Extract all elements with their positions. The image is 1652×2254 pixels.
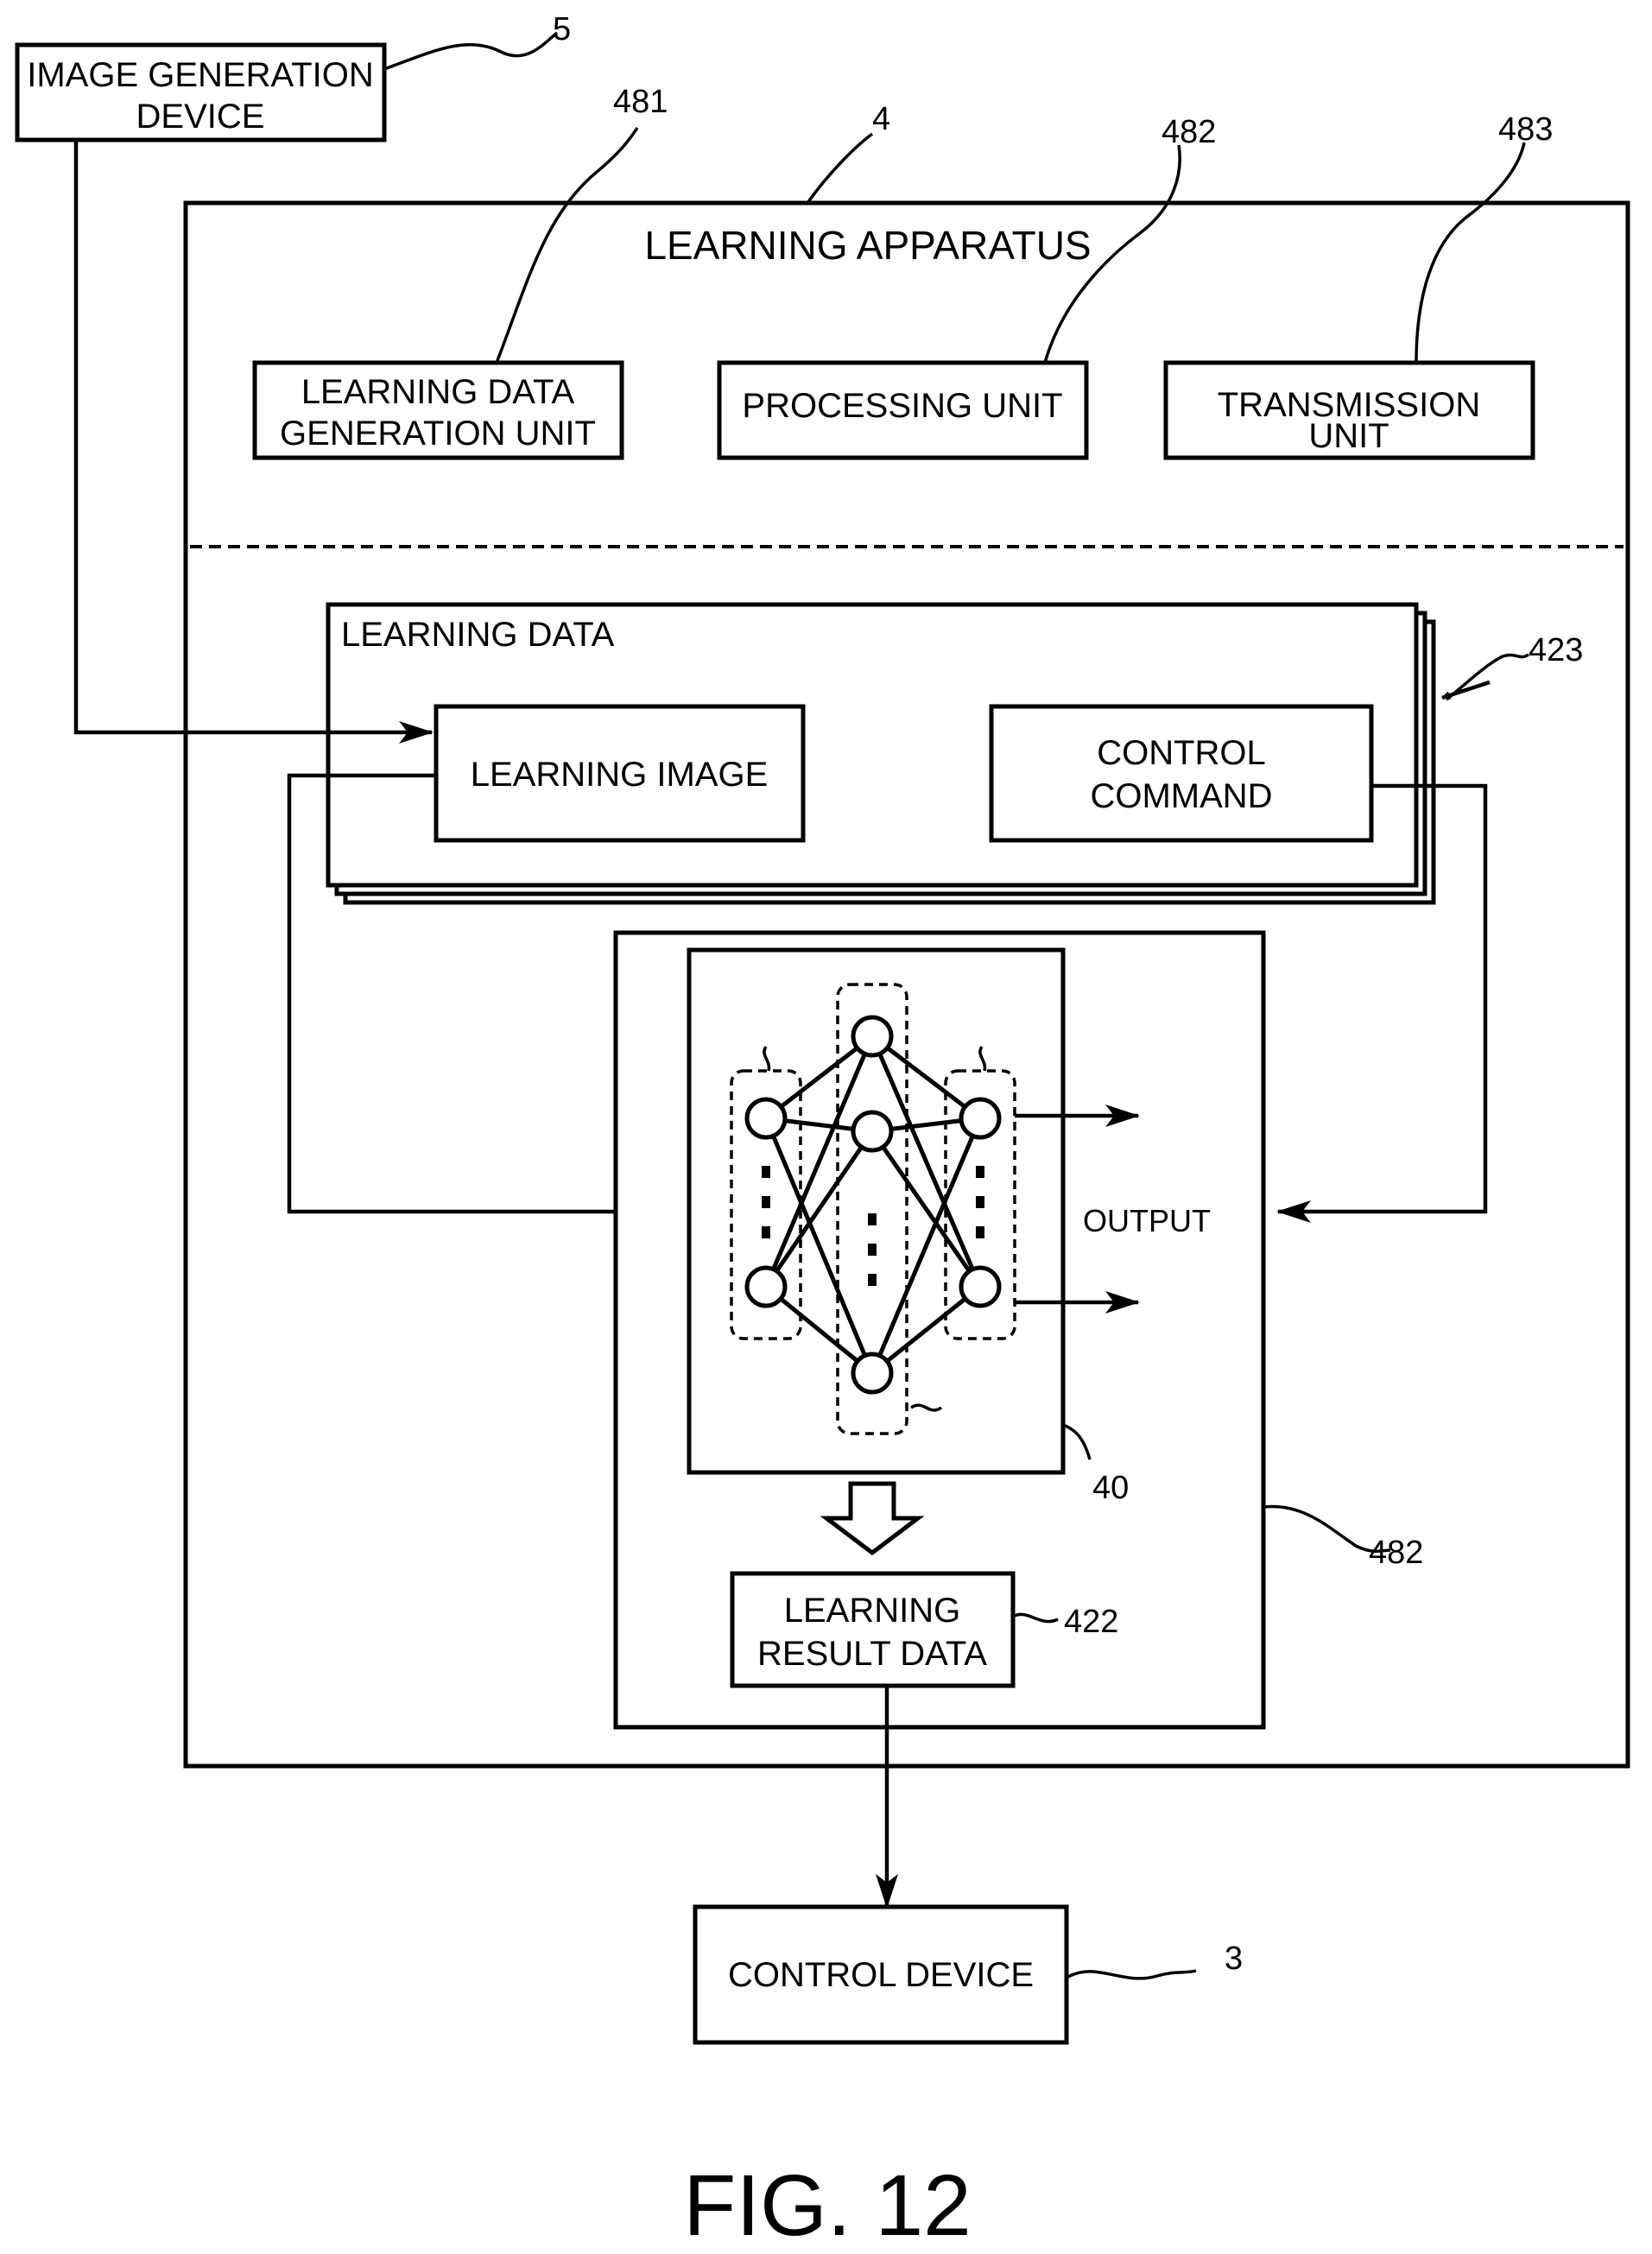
learning-result-data-line2: RESULT DATA bbox=[757, 1635, 987, 1673]
input-node-2 bbox=[747, 1268, 785, 1306]
learning-data-generation-unit: LEARNING DATA GENERATION UNIT bbox=[255, 363, 622, 458]
control-device: CONTROL DEVICE bbox=[695, 1907, 1067, 2042]
input-node-1 bbox=[747, 1099, 785, 1137]
learning-image-label: LEARNING IMAGE bbox=[471, 756, 769, 794]
control-command: CONTROL COMMAND bbox=[991, 706, 1371, 840]
learning-apparatus-title: LEARNING APPARATUS bbox=[644, 223, 1091, 268]
ref-481: 481 bbox=[613, 84, 668, 120]
ref-482-bottom: 482 bbox=[1369, 1535, 1423, 1571]
ref-leader-5 bbox=[384, 33, 557, 69]
ref-40: 40 bbox=[1092, 1470, 1129, 1506]
transmission-unit: TRANSMISSION UNIT bbox=[1166, 363, 1533, 458]
learning-data-title: LEARNING DATA bbox=[341, 616, 615, 654]
learning-result-data-line1: LEARNING bbox=[784, 1592, 961, 1630]
processing-unit-label: PROCESSING UNIT bbox=[742, 387, 1062, 425]
learning-result-data: LEARNING RESULT DATA bbox=[732, 1573, 1013, 1686]
ref-422: 422 bbox=[1064, 1604, 1118, 1640]
output-label: OUTPUT bbox=[1083, 1203, 1211, 1238]
ref-leader-3 bbox=[1067, 1971, 1196, 1979]
ref-5: 5 bbox=[553, 11, 571, 47]
ref-483: 483 bbox=[1498, 111, 1553, 148]
control-command-line1: CONTROL bbox=[1097, 734, 1266, 772]
transmission-unit-line2: UNIT bbox=[1308, 417, 1389, 455]
ref-4: 4 bbox=[872, 101, 890, 137]
ref-423: 423 bbox=[1529, 632, 1583, 668]
image-generation-device-line1: IMAGE GENERATION bbox=[27, 56, 374, 94]
image-generation-device: IMAGE GENERATION DEVICE bbox=[17, 45, 384, 140]
ref-leader-4 bbox=[807, 134, 872, 203]
output-node-1 bbox=[961, 1099, 999, 1137]
hidden-node-2 bbox=[853, 1112, 891, 1150]
control-device-label: CONTROL DEVICE bbox=[728, 1956, 1034, 1994]
output-node-2 bbox=[961, 1268, 999, 1306]
processing-unit: PROCESSING UNIT bbox=[719, 363, 1086, 458]
learning-image: LEARNING IMAGE bbox=[436, 706, 803, 840]
image-generation-device-line2: DEVICE bbox=[136, 98, 265, 136]
hidden-node-1 bbox=[853, 1017, 891, 1055]
learning-data-generation-unit-line1: LEARNING DATA bbox=[301, 373, 575, 411]
figure-caption: FIG. 12 bbox=[683, 2157, 971, 2254]
hidden-node-3 bbox=[853, 1354, 891, 1392]
ref-3: 3 bbox=[1225, 1941, 1243, 1977]
ref-482-top: 482 bbox=[1161, 114, 1216, 150]
control-command-line2: COMMAND bbox=[1090, 777, 1272, 815]
learning-data-generation-unit-line2: GENERATION UNIT bbox=[280, 415, 596, 453]
